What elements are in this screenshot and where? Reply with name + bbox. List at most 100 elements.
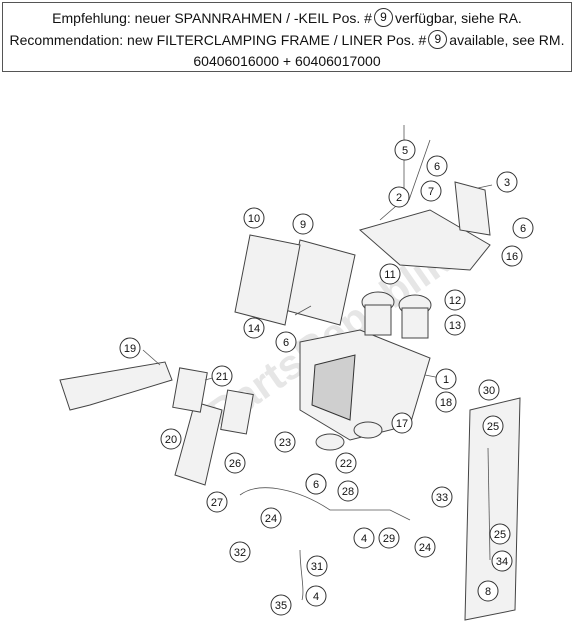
callout-22: 22 — [335, 452, 357, 474]
callout-6: 6 — [275, 331, 297, 353]
callout-8: 8 — [477, 580, 499, 602]
notice-part-numbers: 60406016000 + 60406017000 — [193, 53, 381, 69]
tank-line-part — [487, 447, 491, 561]
svg-text:30: 30 — [483, 385, 495, 397]
callout-33: 33 — [431, 486, 453, 508]
callout-11: 11 — [379, 263, 401, 285]
svg-text:4: 4 — [313, 591, 319, 603]
svg-text:9: 9 — [300, 219, 306, 231]
callout-29: 29 — [378, 527, 400, 549]
svg-text:17: 17 — [396, 418, 408, 430]
svg-text:12: 12 — [449, 295, 461, 307]
svg-text:6: 6 — [283, 337, 289, 349]
callout-28: 28 — [337, 480, 359, 502]
notice-ref-circle: 9 — [373, 8, 393, 28]
air-filter-part — [234, 234, 301, 326]
callout-24: 24 — [414, 536, 436, 558]
svg-text:22: 22 — [340, 458, 352, 470]
callout-20: 20 — [160, 428, 182, 450]
intake-sleeve-body-left — [364, 304, 392, 336]
svg-text:1: 1 — [443, 374, 449, 386]
svg-text:16: 16 — [506, 251, 518, 263]
seal-part-b — [220, 389, 254, 435]
bracket-part — [454, 181, 491, 236]
svg-text:25: 25 — [494, 529, 506, 541]
callout-27: 27 — [206, 491, 228, 513]
svg-text:8: 8 — [485, 586, 491, 598]
callout-6: 6 — [512, 217, 534, 239]
callout-21: 21 — [211, 365, 233, 387]
svg-text:28: 28 — [342, 486, 354, 498]
foam-pad-b — [353, 421, 383, 439]
callout-32: 32 — [229, 541, 251, 563]
callout-1: 1 — [435, 368, 457, 390]
svg-text:33: 33 — [436, 492, 448, 504]
callout-30: 30 — [478, 379, 500, 401]
callout-25: 25 — [482, 415, 504, 437]
svg-text:20: 20 — [165, 434, 177, 446]
callout-26: 26 — [224, 452, 246, 474]
svg-text:24: 24 — [419, 542, 431, 554]
svg-text:27: 27 — [211, 497, 223, 509]
svg-text:24: 24 — [265, 513, 277, 525]
svg-text:7: 7 — [428, 186, 434, 198]
intake-duct-part — [59, 361, 173, 411]
svg-text:35: 35 — [275, 600, 287, 612]
svg-text:4: 4 — [361, 533, 367, 545]
svg-text:2: 2 — [396, 192, 402, 204]
svg-text:26: 26 — [229, 458, 241, 470]
callout-5: 5 — [394, 139, 416, 161]
callout-10: 10 — [243, 207, 265, 229]
callout-24: 24 — [260, 507, 282, 529]
breather-hose-part — [239, 487, 411, 521]
notice-german-tail: verfügbar, siehe RA. — [394, 10, 522, 26]
callout-6: 6 — [305, 473, 327, 495]
callout-7: 7 — [420, 180, 442, 202]
svg-text:25: 25 — [487, 421, 499, 433]
seal-part-a — [172, 367, 208, 413]
svg-text:13: 13 — [449, 320, 461, 332]
foam-pad-a — [315, 433, 345, 451]
callout-19: 19 — [119, 337, 141, 359]
callout-9: 9 — [292, 213, 314, 235]
airbox-opening — [311, 354, 356, 421]
svg-text:10: 10 — [248, 213, 260, 225]
notice-german-text: Empfehlung: neuer SPANNRAHMEN / -KEIL Po… — [52, 10, 372, 26]
callout-2: 2 — [388, 186, 410, 208]
drain-hose-part — [299, 549, 304, 601]
callout-4: 4 — [305, 585, 327, 607]
svg-text:18: 18 — [440, 397, 452, 409]
callout-31: 31 — [306, 555, 328, 577]
svg-text:6: 6 — [520, 223, 526, 235]
callout-25: 25 — [489, 523, 511, 545]
callout-4: 4 — [353, 527, 375, 549]
svg-text:31: 31 — [311, 561, 323, 573]
svg-text:23: 23 — [279, 437, 291, 449]
callout-35: 35 — [270, 594, 292, 616]
intake-sleeve-body-right — [401, 307, 429, 339]
airbox-cover-part — [358, 209, 491, 271]
callout-17: 17 — [391, 412, 413, 434]
notice-line-english: Recommendation: new FILTERCLAMPING FRAME… — [3, 30, 571, 50]
exploded-parts-diagram: PartsRepublik 1 2 3 4 4 4 5 6 6 — [59, 125, 534, 621]
callout-6: 6 — [426, 155, 448, 177]
callout-34: 34 — [491, 550, 513, 572]
svg-text:11: 11 — [384, 269, 395, 281]
svg-text:5: 5 — [402, 145, 408, 157]
svg-text:29: 29 — [383, 533, 395, 545]
callout-18: 18 — [435, 391, 457, 413]
callout-12: 12 — [444, 289, 466, 311]
notice-line-german: Empfehlung: neuer SPANNRAHMEN / -KEIL Po… — [3, 8, 571, 28]
notice-english-text: Recommendation: new FILTERCLAMPING FRAME… — [9, 32, 427, 48]
callout-3: 3 — [496, 171, 518, 193]
recommendation-notice: Empfehlung: neuer SPANNRAHMEN / -KEIL Po… — [2, 2, 572, 72]
svg-text:34: 34 — [496, 556, 508, 568]
callout-16: 16 — [501, 245, 523, 267]
svg-text:14: 14 — [248, 323, 260, 335]
callout-13: 13 — [444, 314, 466, 336]
svg-text:21: 21 — [216, 371, 228, 383]
duct-part — [174, 401, 223, 486]
notice-ref-circle: 9 — [428, 30, 448, 50]
svg-text:6: 6 — [434, 161, 440, 173]
notice-english-tail: available, see RM. — [449, 32, 565, 48]
